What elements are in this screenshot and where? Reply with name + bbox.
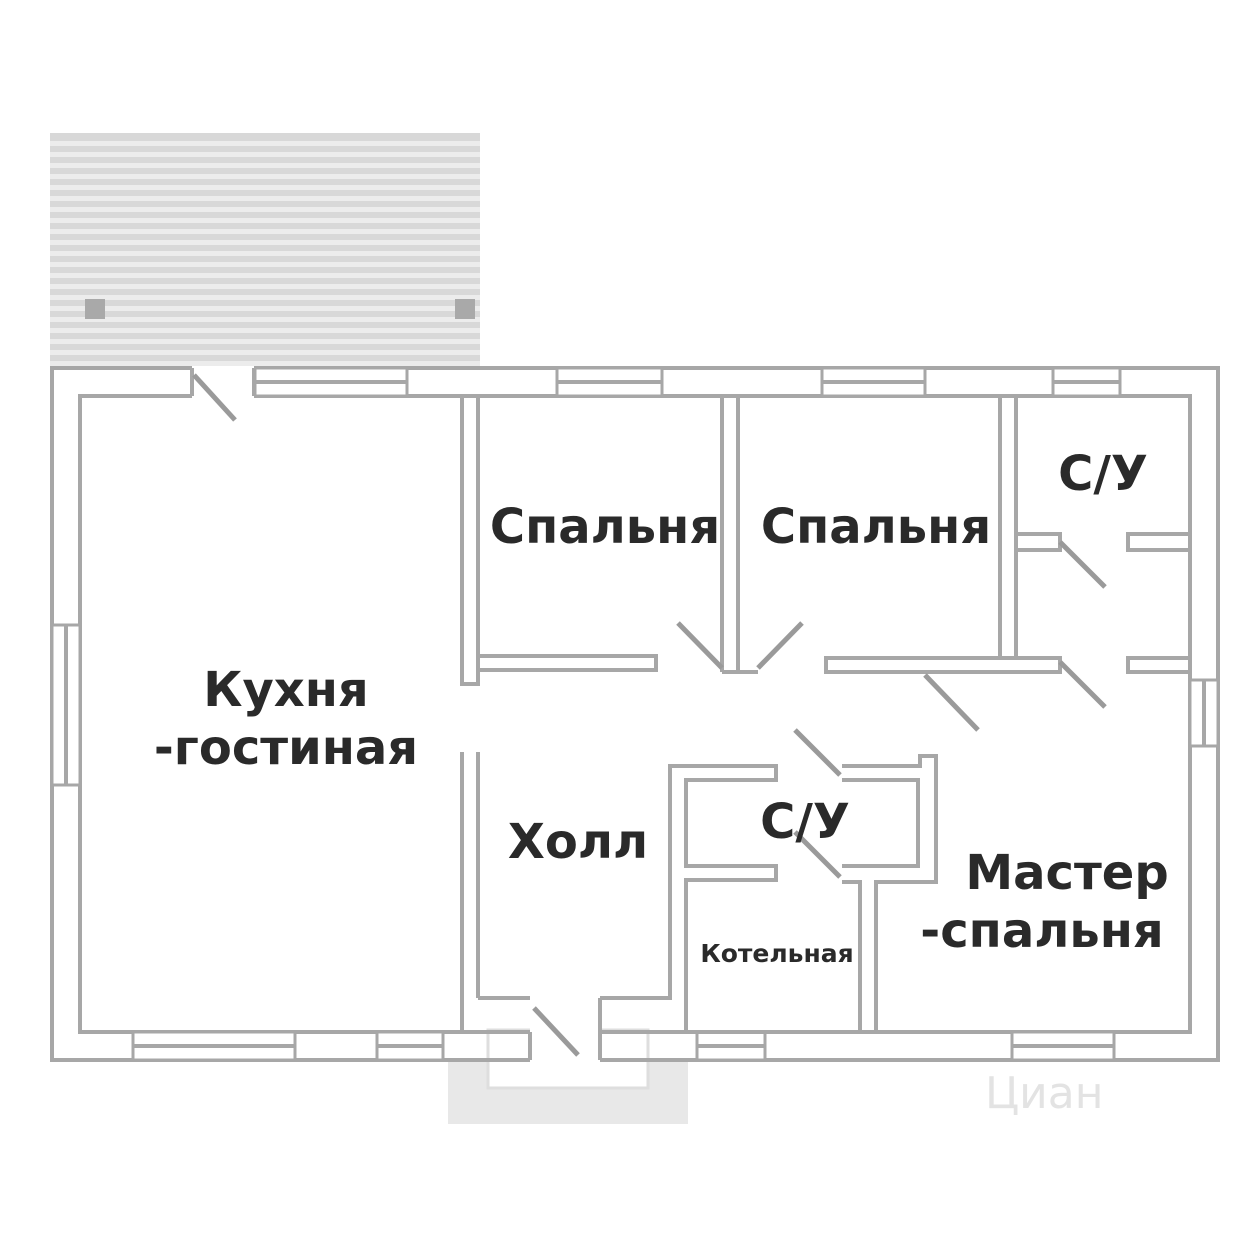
- terrace-board: [50, 229, 480, 234]
- terrace-board: [50, 196, 480, 201]
- terrace-board: [50, 328, 480, 333]
- door-master-bedroom: [923, 673, 980, 732]
- terrace-board: [50, 152, 480, 157]
- door-bathroom-1: [1058, 540, 1107, 589]
- terrace: [50, 133, 480, 366]
- label-bedroom-1: Спальня: [490, 499, 720, 555]
- terrace-board: [50, 185, 480, 190]
- terrace-board: [50, 361, 480, 366]
- terrace-board: [50, 317, 480, 322]
- door-bedroom-2: [756, 621, 804, 670]
- label-master-line1: Мастер: [965, 845, 1168, 901]
- terrace-board: [50, 163, 480, 168]
- terrace-board: [50, 350, 480, 355]
- doors: [192, 373, 1107, 1057]
- label-master-line2: -спальня: [920, 903, 1163, 959]
- watermark: Циан: [985, 1068, 1104, 1119]
- label-boiler-room: Котельная: [700, 939, 853, 968]
- terrace-board: [50, 207, 480, 212]
- door-bathroom-2: [793, 728, 842, 777]
- door-bedroom-1: [676, 621, 724, 670]
- label-bathroom-1: С/У: [1058, 446, 1148, 502]
- label-kitchen-line2: -гостиная: [154, 720, 418, 776]
- terrace-board: [50, 295, 480, 300]
- door-hallway-right: [1058, 660, 1107, 709]
- interior-walls: [460, 396, 1192, 1034]
- label-bathroom-2: С/У: [760, 794, 850, 850]
- terrace-board: [50, 251, 480, 256]
- wall-openings: [190, 366, 602, 1062]
- label-kitchen-line1: Кухня: [203, 662, 368, 718]
- room-labels: Кухня -гостиная Спальня Спальня С/У С/У …: [154, 446, 1169, 968]
- door-terrace: [192, 373, 237, 422]
- terrace-board: [50, 240, 480, 245]
- windows: [50, 366, 1220, 1062]
- label-bedroom-2: Спальня: [761, 499, 991, 555]
- door-boiler-room: [793, 830, 842, 879]
- terrace-board: [50, 174, 480, 179]
- terrace-board: [50, 339, 480, 344]
- terrace-board: [50, 284, 480, 289]
- terrace-board: [50, 262, 480, 267]
- terrace-post-left: [85, 299, 105, 319]
- door-entrance: [532, 1006, 580, 1057]
- terrace-board: [50, 306, 480, 311]
- terrace-board: [50, 273, 480, 278]
- terrace-board: [50, 218, 480, 223]
- label-hall: Холл: [508, 814, 648, 870]
- terrace-board: [50, 141, 480, 146]
- terrace-post-right: [455, 299, 475, 319]
